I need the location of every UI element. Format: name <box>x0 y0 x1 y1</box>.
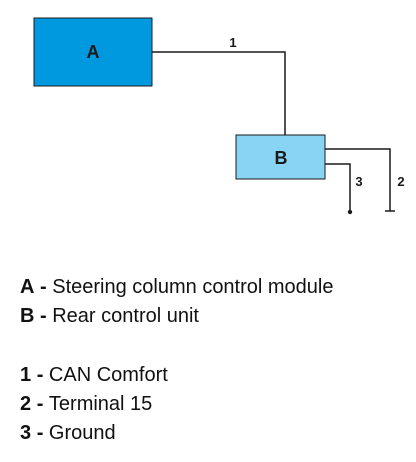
legend-text: Steering column control module <box>52 276 334 298</box>
legend-item-3: 3 - Ground <box>20 422 116 445</box>
legend-item-b: B - Rear control unit <box>20 305 199 328</box>
box-b-label: B <box>275 148 288 168</box>
legend-text: Terminal 15 <box>48 393 153 415</box>
legend-separator: - <box>36 364 49 386</box>
legend-key: 3 <box>20 422 32 444</box>
legend-separator: - <box>36 422 49 444</box>
legend-item-2: 2 - Terminal 15 <box>20 393 152 416</box>
legend-item-1: 1 - CAN Comfort <box>20 364 168 387</box>
legend-item-a: A - Steering column control module <box>20 276 334 299</box>
legend-key: 2 <box>20 393 32 415</box>
legend-separator: - <box>40 276 53 298</box>
box-a <box>33 17 153 87</box>
box-a-label: A <box>87 42 100 62</box>
wire-3-ground-point <box>347 209 353 215</box>
wire-1 <box>152 51 286 135</box>
legend-text: CAN Comfort <box>48 364 168 386</box>
wire-1-label: 1 <box>229 35 236 50</box>
legend-text: Ground <box>48 422 116 444</box>
wire-3 <box>325 163 351 211</box>
legend-text: Rear control unit <box>52 305 199 327</box>
legend-separator: - <box>40 305 53 327</box>
legend-separator: - <box>36 393 49 415</box>
legend-key: 1 <box>20 364 32 386</box>
box-b <box>235 134 326 180</box>
wiring-diagram: A 1 B 2 3 <box>33 17 405 215</box>
wire-3-label: 3 <box>355 174 362 189</box>
wire-2 <box>325 148 391 211</box>
legend-key: B <box>20 305 35 327</box>
legend-key: A <box>20 276 35 298</box>
wire-2-label: 2 <box>397 174 404 189</box>
